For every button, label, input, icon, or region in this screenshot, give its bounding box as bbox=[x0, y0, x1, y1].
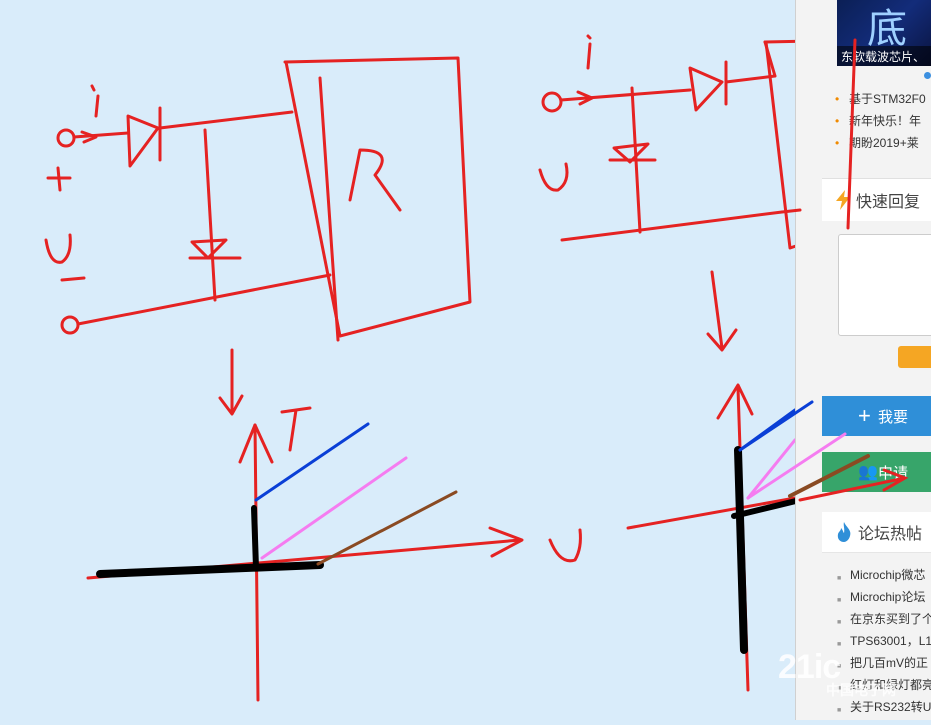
right-pink-curve bbox=[746, 438, 797, 500]
left-graph bbox=[86, 406, 582, 702]
hot-posts-list: Microchip微芯 Microchip论坛 在京东买到了个 TPS63001… bbox=[836, 564, 931, 722]
hot-post-item[interactable]: 关于RS232转U bbox=[836, 696, 931, 722]
left-circuit bbox=[44, 56, 472, 416]
right-top-wire bbox=[724, 74, 777, 84]
left-label-axis-U bbox=[548, 528, 582, 563]
apply-button[interactable]: 👥 申请 bbox=[822, 452, 931, 492]
hot-post-item[interactable]: Microchip微芯 bbox=[836, 564, 931, 590]
hot-post-item[interactable]: 在京东买到了个 bbox=[836, 608, 931, 634]
left-pink-curve bbox=[260, 456, 408, 560]
banner-ad[interactable]: 底 东软载波芯片、 bbox=[837, 0, 931, 66]
right-resistor-box bbox=[763, 38, 857, 250]
right-series-diode bbox=[688, 66, 724, 112]
right-bottom-wire bbox=[560, 210, 784, 242]
hot-post-item[interactable]: Microchip论坛 bbox=[836, 586, 931, 612]
plus-icon: + bbox=[858, 403, 871, 428]
left-output-terminal bbox=[60, 315, 80, 335]
hot-post-item[interactable]: 红灯和绿灯都亮 bbox=[836, 674, 931, 700]
news-item[interactable]: 期盼2019+莱 bbox=[835, 132, 926, 154]
left-input-terminal bbox=[56, 128, 76, 148]
left-top-wire bbox=[158, 110, 294, 130]
left-label-minus bbox=[60, 276, 86, 282]
left-input-wire bbox=[72, 131, 130, 139]
hot-posts-title: 论坛热帖 bbox=[858, 526, 923, 543]
banner-caption: 东软载波芯片、 bbox=[837, 46, 931, 66]
left-blue-curve bbox=[254, 422, 370, 502]
new-post-label: 我要 bbox=[878, 408, 909, 426]
left-label-tau bbox=[280, 406, 312, 452]
right-blue-curve bbox=[738, 408, 797, 452]
left-brown-curve bbox=[316, 490, 458, 566]
left-graph-h-arrowhead bbox=[488, 526, 524, 558]
reply-submit-button[interactable] bbox=[898, 346, 931, 368]
right-shunt-diode bbox=[608, 142, 657, 164]
lightning-icon bbox=[836, 190, 850, 210]
right-label-i bbox=[586, 34, 592, 70]
hot-post-item[interactable]: TPS63001，L1 bbox=[836, 630, 931, 656]
right-black-horizontal bbox=[731, 497, 803, 519]
left-resistor-R bbox=[348, 148, 402, 212]
left-label-U bbox=[44, 233, 72, 264]
left-transform-arrow bbox=[218, 348, 244, 416]
hot-post-item[interactable]: 把几百mV的正 bbox=[836, 652, 931, 678]
site-watermark: 21ic bbox=[778, 648, 841, 686]
right-graph bbox=[626, 383, 803, 692]
left-black-thick-axis bbox=[96, 561, 324, 578]
right-circuit bbox=[538, 34, 857, 352]
left-current-arrow bbox=[80, 130, 98, 144]
news-item[interactable]: 基于STM32F0 bbox=[835, 88, 926, 110]
left-black-vertical bbox=[251, 505, 259, 571]
flame-icon bbox=[837, 522, 851, 542]
new-post-button[interactable]: + 我要 bbox=[822, 396, 931, 436]
right-input-wire bbox=[559, 88, 692, 102]
news-item[interactable]: 新年快乐！年 bbox=[835, 110, 926, 132]
users-icon: 👥 bbox=[858, 464, 878, 481]
left-label-i bbox=[90, 84, 100, 118]
left-resistor-box bbox=[283, 56, 472, 338]
quick-reply-textarea[interactable] bbox=[838, 234, 931, 336]
left-shunt-wire bbox=[203, 128, 217, 302]
drawing-canvas[interactable] bbox=[0, 0, 857, 720]
news-list: 基于STM32F0 新年快乐！年 期盼2019+莱 bbox=[835, 88, 926, 154]
carousel-dot[interactable] bbox=[924, 72, 931, 79]
banner-artwork: 底 bbox=[867, 6, 911, 52]
right-graph-arrowhead bbox=[716, 383, 754, 420]
right-transform-arrow bbox=[706, 270, 738, 352]
sketch-svg bbox=[44, 34, 857, 702]
right-input-terminal bbox=[541, 91, 563, 113]
hot-posts-header: 论坛热帖 bbox=[822, 512, 931, 553]
left-shunt-diode bbox=[188, 238, 242, 260]
left-resistor-inner bbox=[318, 76, 340, 342]
right-label-U bbox=[538, 162, 569, 192]
apply-label: 申请 bbox=[878, 464, 909, 482]
left-graph-arrowhead bbox=[238, 423, 274, 464]
quick-reply-header: 快速回复 bbox=[822, 178, 931, 221]
quick-reply-title: 快速回复 bbox=[856, 194, 921, 211]
left-bottom-wire bbox=[76, 273, 332, 326]
left-label-plus bbox=[46, 166, 72, 192]
right-graph-horizontal-axis bbox=[626, 496, 797, 530]
right-black-vertical bbox=[734, 446, 748, 654]
site-watermark-sub: 中国电子网 bbox=[826, 682, 896, 698]
left-series-diode bbox=[126, 114, 160, 168]
right-current-arrow bbox=[576, 90, 594, 106]
